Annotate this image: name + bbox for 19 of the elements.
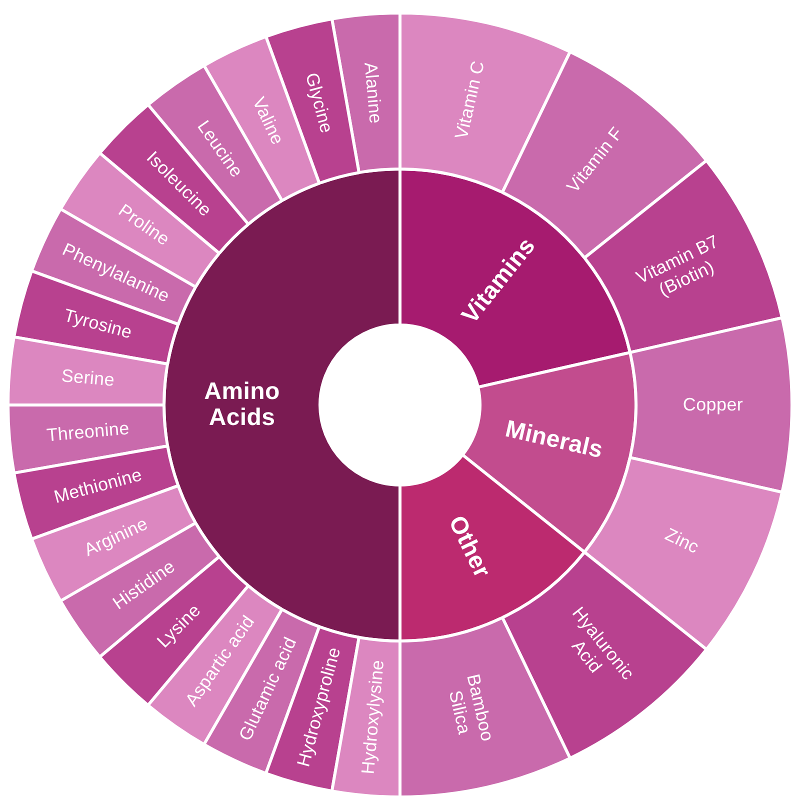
segment-label: Other	[442, 512, 494, 582]
outer-ring-segment	[630, 317, 792, 493]
segment-label: Vitamin C	[450, 58, 489, 141]
segment-label: Tyrosine	[61, 304, 134, 343]
segment-label: Valine	[248, 94, 288, 148]
segment-label: Threonine	[46, 418, 130, 446]
segment-label: Minerals	[502, 416, 606, 464]
outer-ring-segment	[8, 336, 168, 406]
segment-label: Bamboo Silica	[444, 671, 498, 746]
segment-label: Hydroxylysine	[357, 658, 388, 775]
segment-label: Amino Acids	[203, 379, 281, 431]
segment-label: Alanine	[360, 62, 386, 125]
outer-ring-segment	[502, 552, 707, 759]
segment-label: Serine	[60, 365, 116, 390]
outer-ring-segment	[331, 13, 400, 173]
segment-label: Glycine	[301, 70, 337, 135]
outer-ring-segment	[400, 617, 571, 797]
segment-label: Copper	[682, 394, 744, 416]
segment-label: Zinc	[662, 524, 702, 558]
